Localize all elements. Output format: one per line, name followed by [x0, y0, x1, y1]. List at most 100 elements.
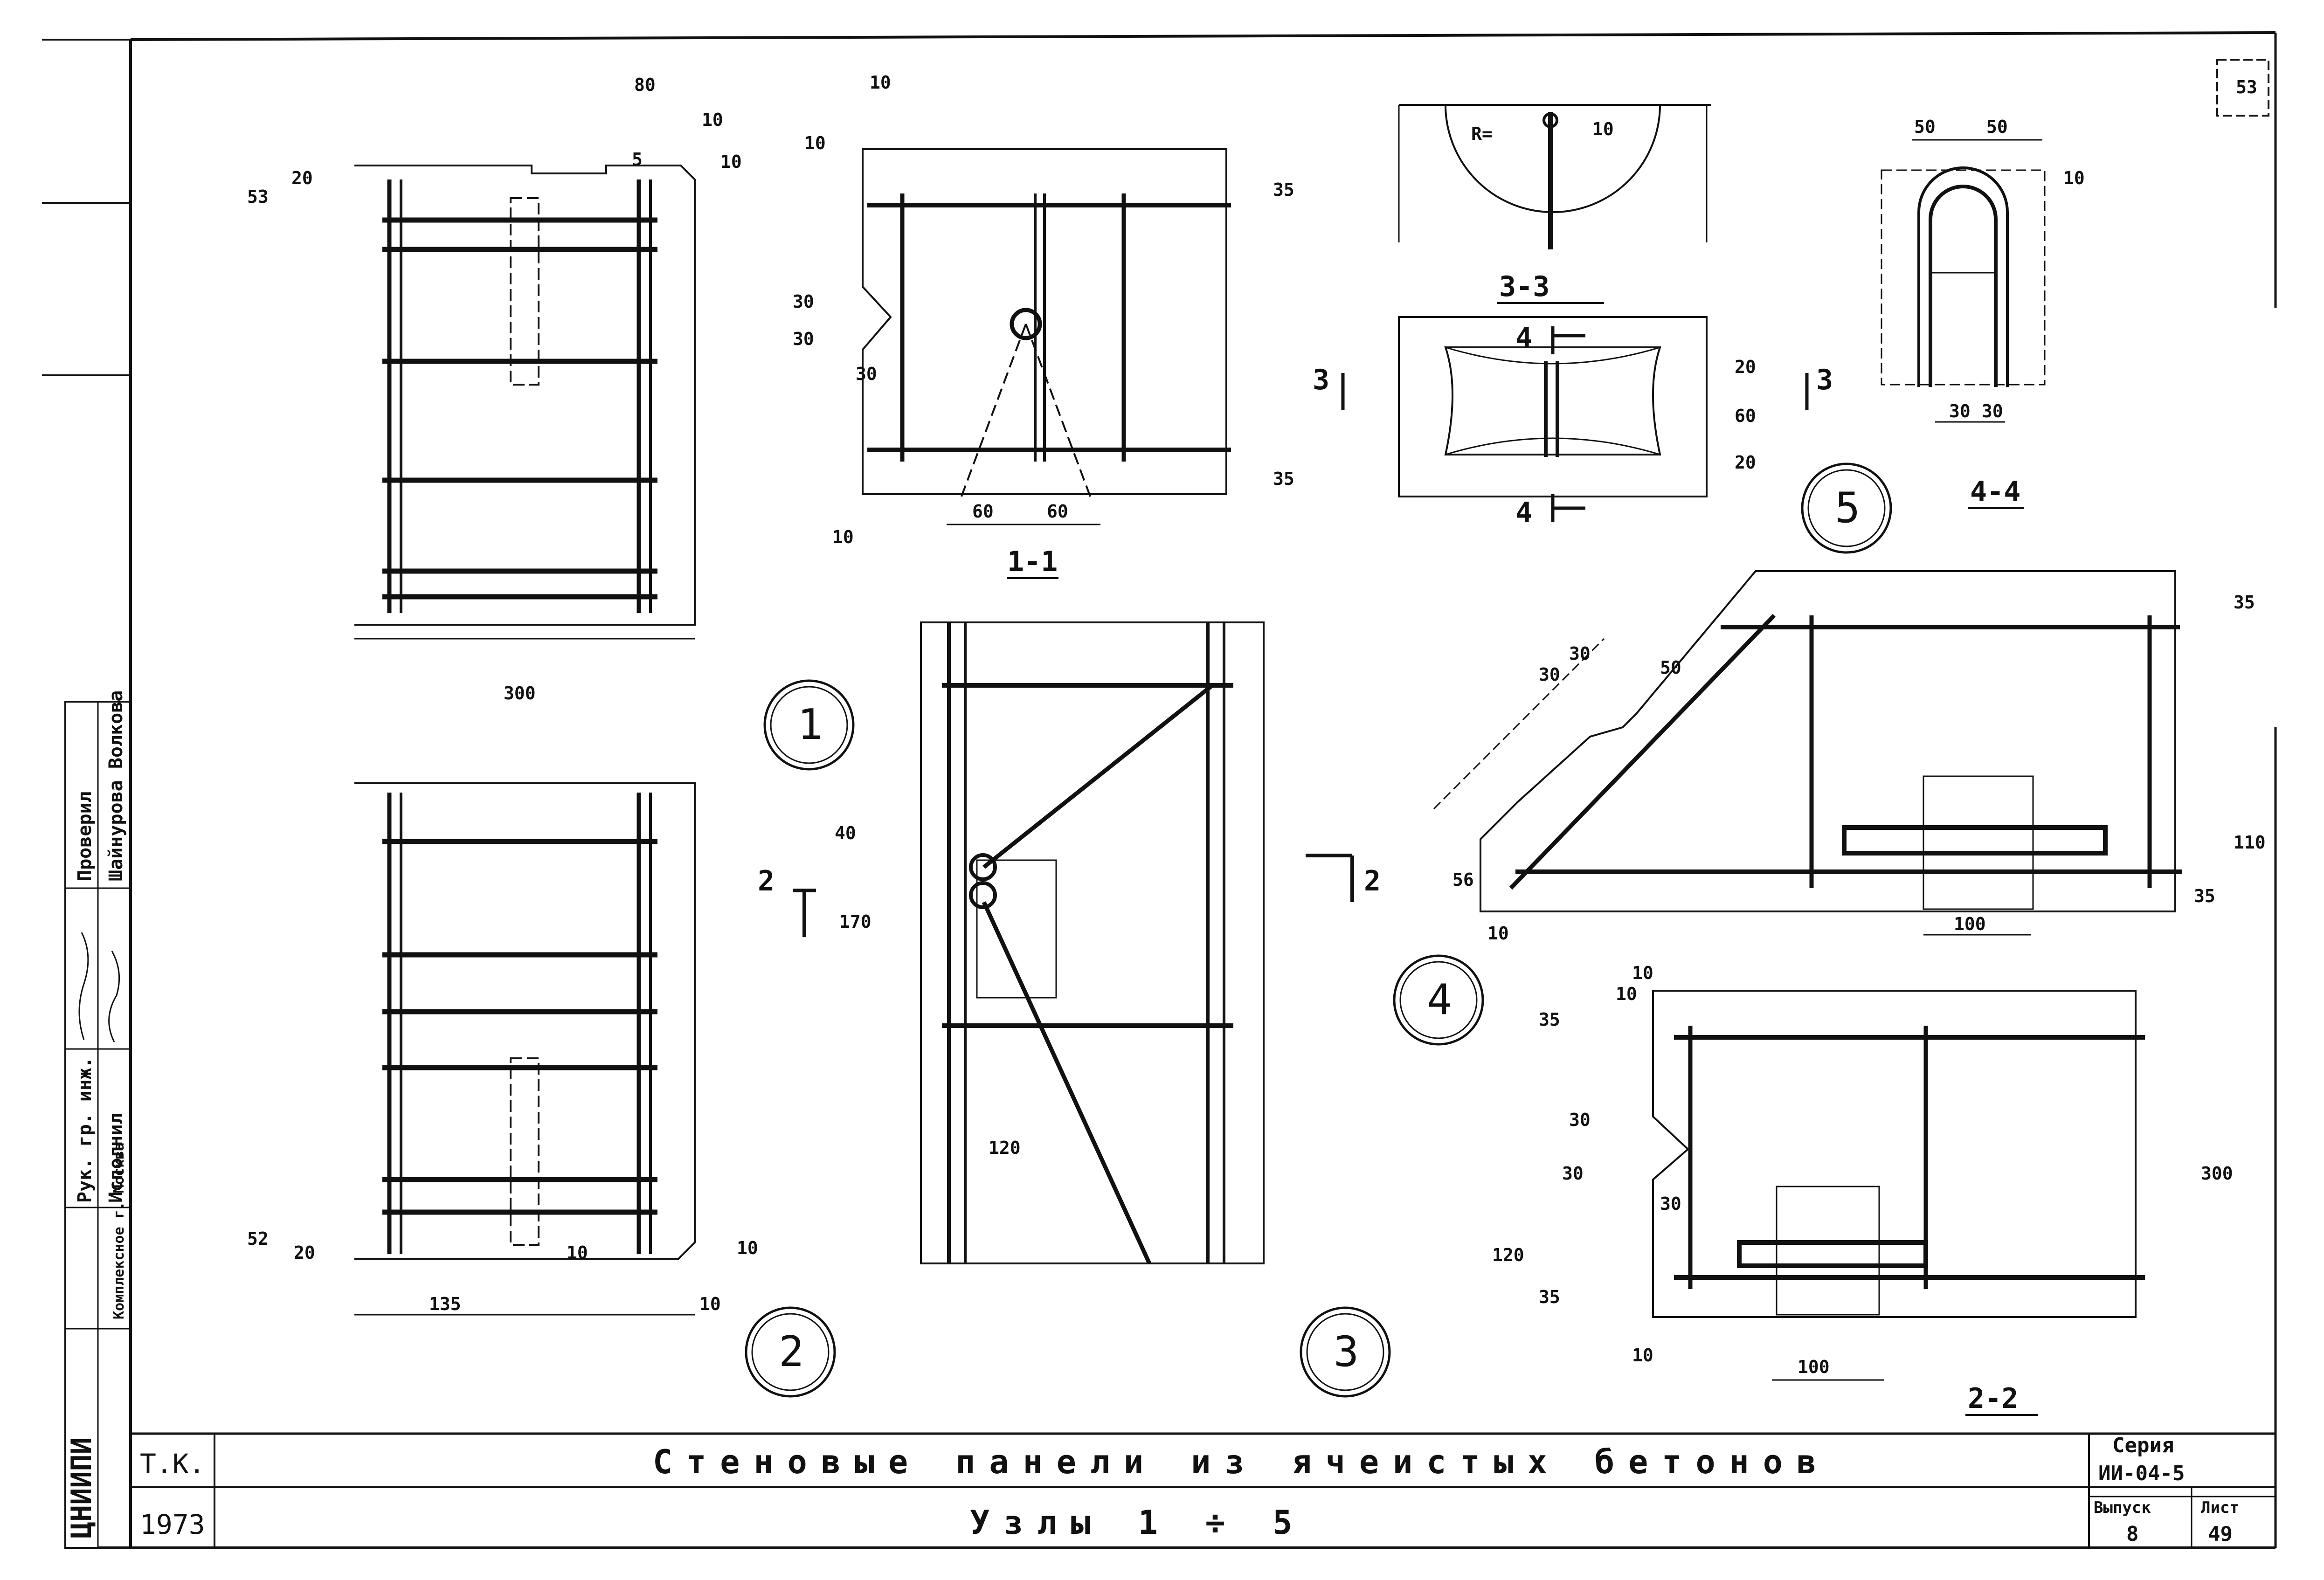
node-4-drawing — [1433, 570, 2182, 936]
dim-10-s33: 10 — [1592, 119, 1614, 139]
stamp-role-1: Рук. гр. инж. — [74, 1057, 96, 1203]
dim-100-s22: 100 — [1798, 1357, 1830, 1377]
dim-30-s22c: 30 — [1660, 1194, 1681, 1214]
dim-120-s22: 120 — [1492, 1245, 1524, 1265]
dim-300-s22: 300 — [2201, 1163, 2233, 1184]
node-number-2: 2 — [779, 1327, 804, 1376]
section-label-1-1: 1-1 — [1007, 545, 1058, 578]
dim-30-s22b: 30 — [1562, 1163, 1584, 1184]
dim-10-s44: 10 — [2063, 168, 2085, 188]
section-4-4-drawing — [1881, 139, 2046, 509]
drawing-subtitle: Узлы 1 ÷ 5 — [970, 1504, 1306, 1542]
dim-10-s22b: 10 — [1616, 984, 1637, 1004]
cut-label-3-right: 3 — [1816, 364, 1833, 396]
dim-60-s11b: 60 — [1047, 501, 1068, 522]
dim-300: 300 — [504, 683, 536, 704]
node-3-drawing — [920, 621, 1265, 1264]
dim-30-s44b: 30 — [1982, 401, 2003, 421]
dim-10-s22c: 10 — [1632, 1345, 1653, 1366]
stamp-org-mark: ЦНИИПИ — [65, 1437, 98, 1539]
dim-5: 5 — [632, 149, 643, 170]
cut-label-4-top: 4 — [1515, 322, 1532, 354]
dim-10-b: 10 — [720, 152, 742, 172]
dim-10-n2: 10 — [567, 1242, 588, 1263]
dim-35-s11b: 35 — [1273, 469, 1294, 489]
stamp-names: Шайнурова Волкова — [105, 690, 127, 881]
dim-35-s22b: 35 — [1539, 1287, 1560, 1307]
title-org: Т.К. — [140, 1448, 205, 1480]
sheet-value: 49 — [2208, 1522, 2233, 1546]
cut-label-3-left: 3 — [1313, 364, 1329, 396]
cut-mark-4-bottom — [1551, 494, 1585, 522]
stamp-role-1b: Исполнил — [105, 1113, 127, 1203]
dim-30-s11b: 30 — [793, 291, 814, 312]
dim-170: 170 — [839, 911, 872, 932]
dim-52: 52 — [247, 1228, 269, 1249]
node-2-drawing — [354, 782, 696, 1316]
cut-mark-2-right — [1306, 854, 1354, 902]
dim-10-a: 10 — [702, 110, 723, 130]
cut-label-4-bottom: 4 — [1515, 497, 1532, 529]
section-label-2-2: 2-2 — [1968, 1382, 2018, 1415]
dim-35-n4a: 35 — [2234, 592, 2255, 613]
dim-53: 53 — [247, 186, 269, 207]
dim-10-s22a: 10 — [1632, 963, 1653, 983]
dim-10-s11b: 10 — [804, 133, 826, 153]
dim-80: 80 — [634, 75, 656, 95]
dim-20-n5a: 20 — [1735, 357, 1756, 377]
dim-135: 135 — [429, 1294, 461, 1314]
dim-30-s11a: 30 — [793, 329, 814, 349]
node-number-5: 5 — [1835, 483, 1860, 532]
side-stamp: ЦНИИПИ Комплексное г. Москва Рук. гр. ин… — [64, 690, 131, 1549]
dim-100-n4: 100 — [1954, 914, 1986, 934]
node-circle-2: 2 — [745, 1306, 836, 1398]
section-label-3-3: 3-3 — [1499, 270, 1549, 303]
cut-label-2-left: 2 — [758, 865, 775, 897]
dim-30-n4b: 30 — [1569, 643, 1591, 664]
dim-10-n2c: 10 — [699, 1294, 721, 1314]
dim-50-n4: 50 — [1660, 657, 1681, 678]
stamp-role-2: Проверил — [74, 791, 96, 881]
dim-20: 20 — [291, 168, 313, 188]
dim-10-n2b: 10 — [737, 1238, 758, 1258]
dim-radius: R= — [1471, 124, 1493, 144]
dim-30-s44a: 30 — [1949, 401, 1971, 421]
cut-label-2-right: 2 — [1364, 865, 1381, 897]
dim-40: 40 — [835, 823, 856, 843]
sheet-frame — [42, 31, 2277, 1549]
dim-50-b: 50 — [1986, 117, 2008, 137]
dim-110: 110 — [2234, 832, 2266, 853]
node-number-4: 4 — [1427, 975, 1452, 1024]
issue-value: 8 — [2126, 1522, 2139, 1546]
dim-20-n5b: 20 — [1735, 452, 1756, 473]
issue-label: Выпуск — [2094, 1498, 2151, 1517]
dim-30-s11c: 30 — [856, 364, 877, 384]
dim-10-s11c: 10 — [832, 527, 854, 547]
sheet-corner-box: 53 — [2216, 59, 2269, 117]
sheet-label: Лист — [2201, 1498, 2239, 1517]
series-value: ИИ-04-5 — [2098, 1462, 2185, 1485]
node-circle-5: 5 — [1801, 462, 1892, 554]
section-label-4-4: 4-4 — [1970, 476, 2020, 508]
dim-35-s22a: 35 — [1539, 1009, 1560, 1030]
dim-30-s22a: 30 — [1569, 1110, 1591, 1130]
dim-30-n4a: 30 — [1539, 664, 1560, 685]
dim-35-s11a: 35 — [1273, 179, 1294, 200]
signature-2 — [108, 951, 120, 1042]
node-circle-4: 4 — [1393, 954, 1484, 1046]
stamp-org-place: Комплексное г. Москва — [111, 1143, 127, 1319]
signature-1 — [78, 932, 89, 1040]
node-circle-1: 1 — [763, 679, 855, 771]
dim-35-n4b: 35 — [2194, 886, 2215, 906]
dim-10-s11a: 10 — [870, 72, 891, 93]
node-number-3: 3 — [1334, 1327, 1359, 1376]
title-year: 1973 — [140, 1509, 205, 1540]
sheet-corner-number: 53 — [2236, 77, 2257, 97]
node-1-drawing — [354, 165, 696, 640]
drawing-title: Стеновые панели из ячеистых бетонов — [653, 1443, 1830, 1481]
title-block — [131, 1432, 2276, 1548]
dim-50-a: 50 — [1914, 117, 1936, 137]
node-number-1: 1 — [797, 700, 823, 749]
section-2-2-drawing — [1652, 990, 2145, 1416]
dim-60-n5: 60 — [1735, 406, 1756, 426]
